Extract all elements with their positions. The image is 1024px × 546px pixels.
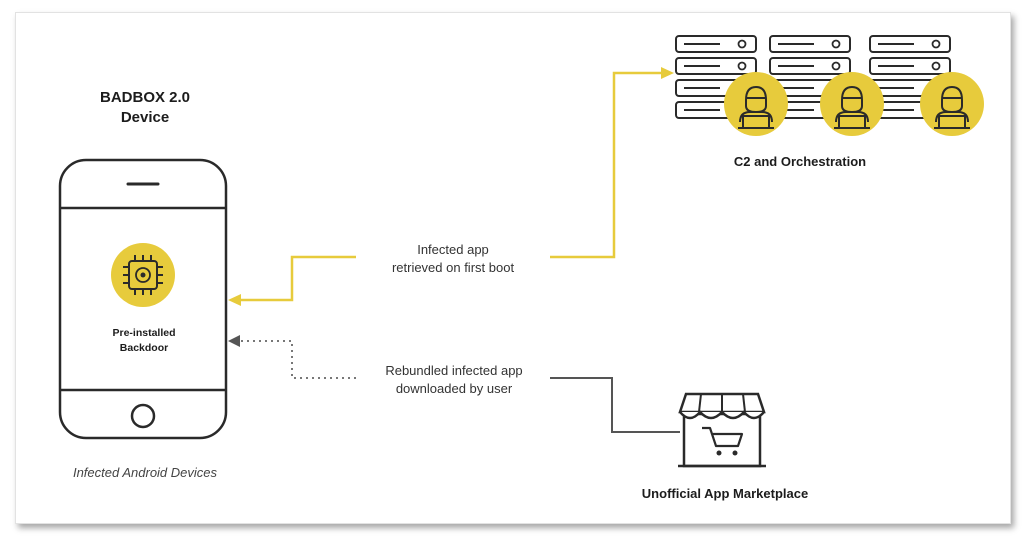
flow-connector-to-c2 [550,71,664,259]
arrowhead-to-c2 [661,67,674,79]
caption-infected-devices: Infected Android Devices [72,465,218,480]
flow-label-line: downloaded by user [395,381,513,396]
flow-label-first-boot: Infected app retrieved on first boot [360,241,546,277]
hacker-icon [819,71,885,137]
storefront-icon [678,392,766,468]
device-title-line1: BADBOX 2.0 [99,89,191,106]
arrowhead-to-device [228,294,241,306]
flow-label-line: retrieved on first boot [391,260,515,275]
backdoor-label: Pre-installed Backdoor [92,326,196,356]
backdoor-label-line2: Backdoor [119,342,169,354]
backdoor-label-line1: Pre-installed [112,327,176,339]
flow-connector-first-boot [238,255,356,302]
arrowhead-download [228,335,240,347]
device-title-line2: Device [120,109,170,126]
flow-label-line: Infected app [417,242,489,257]
flow-label-download: Rebundled infected app downloaded by use… [356,362,552,398]
shopping-cart-icon [702,426,744,456]
hacker-icon [723,71,789,137]
hacker-icon [919,71,985,137]
device-title: BADBOX 2.0 Device [70,88,220,128]
flow-connector-download-dotted [240,340,356,379]
marketplace-label: Unofficial App Marketplace [641,486,809,501]
chip-backdoor-icon [111,243,175,307]
c2-label: C2 and Orchestration [733,154,867,169]
flow-connector-marketplace [550,377,680,433]
flow-label-line: Rebundled infected app [385,363,523,378]
